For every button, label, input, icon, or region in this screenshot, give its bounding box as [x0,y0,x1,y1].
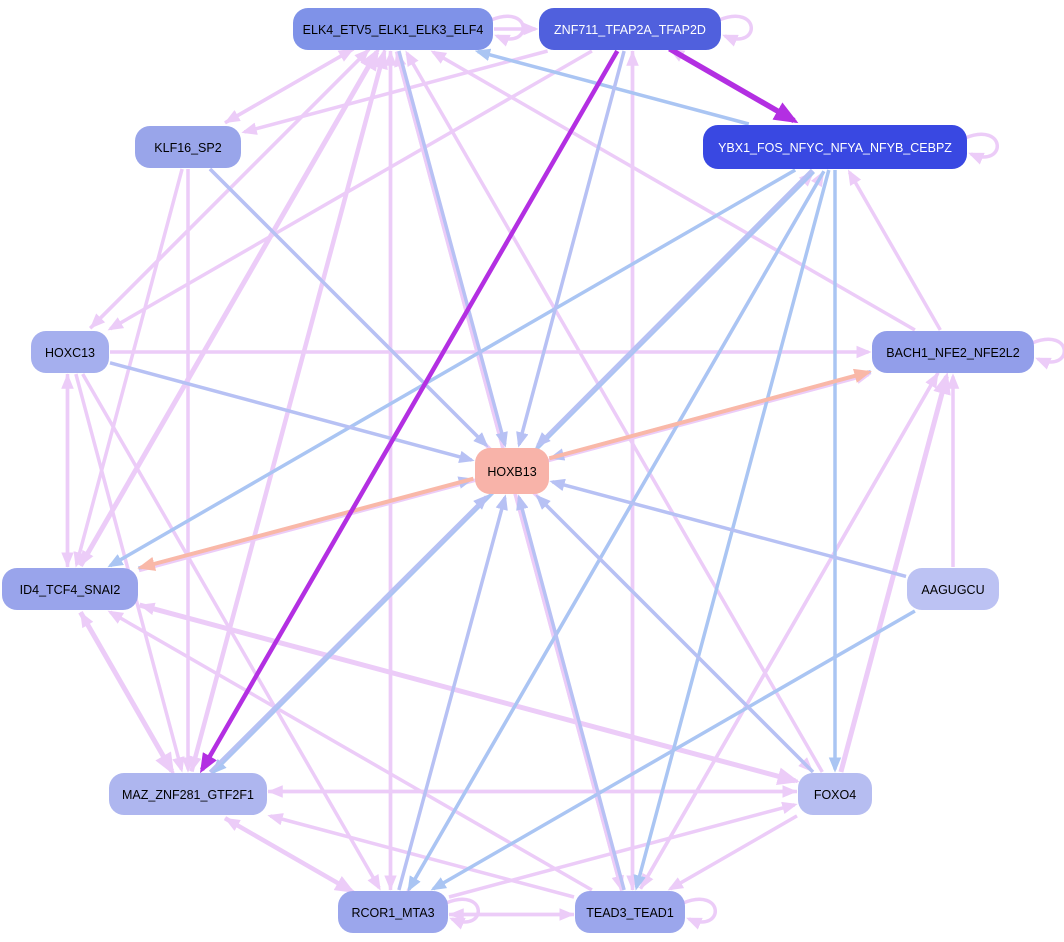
edge-ELK4-ID4 [80,48,380,567]
self-loop-YBX1 [964,132,999,165]
node-shape-bach1[interactable] [872,331,1034,373]
node-label-maz: MAZ_ZNF281_GTF2F1 [122,788,254,802]
node-label-bach1: BACH1_NFE2_NFE2L2 [886,346,1019,360]
edge-BACH1-TEAD3 [640,371,940,890]
edge-HOXB13-ID4 [137,476,474,571]
self-loop-RCOR1 [445,897,480,930]
node-label-klf16: KLF16_SP2 [154,141,221,155]
edge-HOXC13-HOXB13 [109,361,475,464]
node-label-rcor1: RCOR1_MTA3 [351,906,434,920]
self-loop-TEAD3 [682,897,717,930]
node-label-elk4: ELK4_ETV5_ELK1_ELK3_ELF4 [303,23,484,37]
node-shape-klf16[interactable] [135,126,241,168]
node-shape-id4[interactable] [2,568,138,610]
node-shape-hoxc13[interactable] [31,331,109,373]
edge-ZNF711-HOXB13 [516,50,626,448]
node-shape-foxo4[interactable] [798,773,872,815]
node-aagugcu[interactable]: AAGUGCU [907,568,999,610]
node-shape-znf711[interactable] [539,8,721,50]
self-loop-ZNF711 [718,14,753,47]
edge-YBX1-ID4 [107,168,797,568]
edge-FOXO4-ID4 [139,602,799,784]
edge-MAZ-HOXB13 [208,494,489,774]
edge-RCOR1-MAZ [224,817,355,894]
edge-RCOR1-FOXO4 [448,801,798,899]
node-shape-ybx1[interactable] [703,125,967,169]
edge-TEAD3-ID4 [107,610,593,892]
edge-ZNF711-HOXC13 [107,49,593,331]
node-id4[interactable]: ID4_TCF4_SNAI2 [2,568,138,610]
node-tead3[interactable]: TEAD3_TEAD1 [575,891,685,933]
edge-TEAD3-MAZ [267,813,575,899]
node-label-ybx1: YBX1_FOS_NFYC_NFYA_NFYB_CEBPZ [718,141,952,155]
edge-BACH1-ELK4 [430,50,916,332]
node-foxo4[interactable]: FOXO4 [798,773,872,815]
node-label-hoxc13: HOXC13 [45,346,95,360]
edge-FOXO4-ELK4 [405,50,824,773]
edge-YBX1-RCOR1 [407,170,826,892]
edge-KLF16-HOXB13 [208,167,489,448]
edge-TEAD3-HOXB13 [516,494,626,891]
node-elk4[interactable]: ELK4_ETV5_ELK1_ELK3_ELF4 [293,8,493,50]
node-label-hoxb13: HOXB13 [487,465,536,479]
edge-ELK4-HOXB13 [397,50,508,448]
node-rcor1[interactable]: RCOR1_MTA3 [338,891,448,933]
node-bach1[interactable]: BACH1_NFE2_NFE2L2 [872,331,1034,373]
edge-HOXB13-BACH1 [548,368,872,461]
edge-YBX1-HOXB13 [535,168,814,448]
edge-ZNF711-YBX1 [668,46,799,124]
node-klf16[interactable]: KLF16_SP2 [135,126,241,168]
edge-AAGUGCU-HOXB13 [549,478,907,579]
edge-ZNF711-MAZ [199,49,620,774]
node-shape-tead3[interactable] [575,891,685,933]
node-label-id4: ID4_TCF4_SNAI2 [20,583,121,597]
node-label-znf711: ZNF711_TFAP2A_TFAP2D [554,23,706,37]
self-loop-BACH1 [1031,337,1064,370]
edge-FOXO4-HOXB13 [535,494,815,774]
node-shape-hoxb13[interactable] [475,448,549,494]
node-label-foxo4: FOXO4 [814,788,856,802]
node-hoxb13[interactable]: HOXB13 [475,448,549,494]
node-label-tead3: TEAD3_TEAD1 [586,906,674,920]
edge-ZNF711-KLF16 [241,49,549,135]
node-hoxc13[interactable]: HOXC13 [31,331,109,373]
node-shape-rcor1[interactable] [338,891,448,933]
node-ybx1[interactable]: YBX1_FOS_NFYC_NFYA_NFYB_CEBPZ [703,125,967,169]
node-shape-aagugcu[interactable] [907,568,999,610]
node-znf711[interactable]: ZNF711_TFAP2A_TFAP2D [539,8,721,50]
edge-ELK4-KLF16 [224,47,355,124]
edge-RCOR1-HOXB13 [397,494,508,891]
edge-BACH1-YBX1 [847,169,942,331]
node-shape-elk4[interactable] [293,8,493,50]
self-loop-ELK4 [490,14,525,47]
node-label-aagugcu: AAGUGCU [921,583,984,597]
edge-MAZ-ID4 [80,611,175,775]
node-maz[interactable]: MAZ_ZNF281_GTF2F1 [109,773,267,815]
node-shape-maz[interactable] [109,773,267,815]
edge-AAGUGCU-RCOR1 [430,609,916,891]
edge-FOXO4-TEAD3 [667,814,798,891]
